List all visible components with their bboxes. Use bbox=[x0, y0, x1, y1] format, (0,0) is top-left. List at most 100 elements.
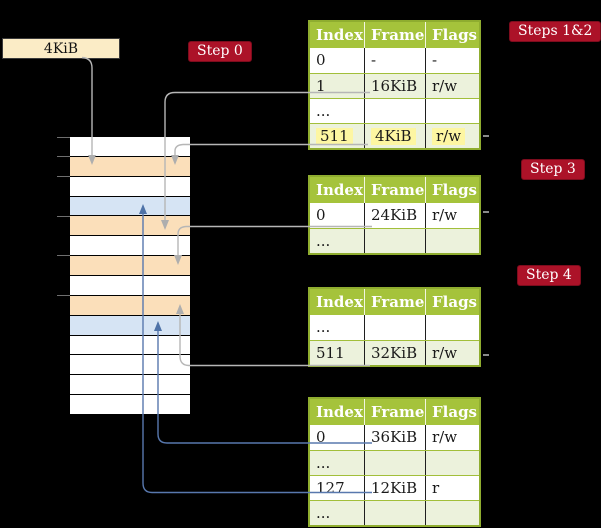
table-body: 0 36KiB r/w ... 127 12KiB r ... bbox=[310, 425, 479, 525]
cell-frame: 4KiB bbox=[364, 124, 425, 148]
row-marker bbox=[483, 135, 489, 137]
table-row-highlighted: 511 4KiB r/w bbox=[310, 123, 479, 148]
step4-label: Step 4 bbox=[517, 265, 581, 286]
cell-flags: r/w bbox=[425, 203, 479, 228]
cell-flags bbox=[425, 501, 479, 525]
table-body: 0 24KiB r/w ... bbox=[310, 203, 479, 253]
cell-frame: 32KiB bbox=[364, 341, 425, 365]
stack-tick bbox=[57, 255, 70, 256]
cell-index: ... bbox=[316, 231, 331, 250]
table-row: 0 - - bbox=[310, 48, 479, 73]
col-header-flags: Flags bbox=[425, 177, 479, 203]
col-header-frame: Frame bbox=[364, 177, 425, 203]
cell-frame: 36KiB bbox=[364, 425, 425, 450]
cell-flags bbox=[425, 451, 479, 475]
cell-frame bbox=[364, 99, 425, 123]
memory-row-14-white bbox=[70, 395, 190, 415]
step0-label: Step 0 bbox=[188, 41, 252, 62]
cell-flags bbox=[425, 315, 479, 340]
table-row: 511 32KiB r/w bbox=[310, 340, 479, 365]
row-marker bbox=[483, 354, 489, 356]
cell-index: 1 bbox=[316, 76, 326, 95]
cell-index: ... bbox=[316, 318, 331, 336]
cell-flags bbox=[425, 99, 479, 123]
stack-tick bbox=[57, 137, 70, 138]
memory-row-2-peach bbox=[70, 156, 190, 177]
frame-size-label: 4KiB bbox=[2, 38, 120, 59]
col-header-frame: Frame bbox=[364, 22, 425, 48]
cell-frame: - bbox=[364, 48, 425, 73]
col-header-flags: Flags bbox=[425, 289, 479, 315]
cell-flags: r/w bbox=[425, 425, 479, 450]
memory-row-13-white bbox=[70, 375, 190, 396]
cell-flags: r/w bbox=[425, 341, 479, 365]
table-row: 1 16KiB r/w bbox=[310, 73, 479, 98]
table-row: 127 12KiB r bbox=[310, 475, 479, 500]
cell-frame: 12KiB bbox=[364, 476, 425, 500]
frame-size-text: 4KiB bbox=[43, 40, 79, 57]
table-row: ... bbox=[310, 98, 479, 123]
table-header-row: Index Frame Flags bbox=[310, 22, 479, 48]
memory-row-11-white bbox=[70, 335, 190, 356]
memory-row-6-white bbox=[70, 236, 190, 257]
row-marker bbox=[483, 211, 489, 213]
memory-row-10-blue bbox=[70, 315, 190, 336]
step3-label: Step 3 bbox=[521, 159, 585, 180]
stack-tick bbox=[57, 216, 70, 217]
cell-frame: 24KiB bbox=[364, 203, 425, 228]
stack-tick bbox=[57, 176, 70, 177]
page-table-step-4: Index Frame Flags ... 511 32KiB r/w bbox=[308, 287, 481, 367]
table-body: ... 511 32KiB r/w bbox=[310, 315, 479, 365]
cell-frame bbox=[364, 501, 425, 525]
cell-flags: r/w bbox=[425, 74, 479, 98]
stack-tick bbox=[57, 156, 70, 157]
cell-frame bbox=[364, 451, 425, 475]
table-row: ... bbox=[310, 500, 479, 525]
col-header-flags: Flags bbox=[425, 399, 479, 425]
cell-flags: - bbox=[425, 48, 479, 73]
cell-index: 0 bbox=[316, 206, 326, 224]
table-row: 0 24KiB r/w bbox=[310, 203, 479, 228]
cell-index: ... bbox=[316, 503, 331, 522]
table-row: ... bbox=[310, 315, 479, 340]
cell-index: ... bbox=[316, 101, 331, 120]
memory-stack bbox=[70, 137, 190, 415]
col-header-flags: Flags bbox=[425, 22, 479, 48]
table-header-row: Index Frame Flags bbox=[310, 289, 479, 315]
cell-flags: r/w bbox=[425, 124, 479, 148]
cell-index: 0 bbox=[316, 428, 326, 446]
steps-1-2-label: Steps 1&2 bbox=[509, 21, 601, 42]
page-table-step-3: Index Frame Flags 0 24KiB r/w ... bbox=[308, 175, 481, 255]
cell-flags bbox=[425, 229, 479, 253]
cell-frame bbox=[364, 229, 425, 253]
memory-row-12-white bbox=[70, 355, 190, 376]
cell-flags: r bbox=[425, 476, 479, 500]
col-header-index: Index bbox=[316, 25, 363, 44]
cell-frame bbox=[364, 315, 425, 340]
table-body: 0 - - 1 16KiB r/w ... 511 4KiB r/w bbox=[310, 48, 479, 148]
cell-index: 511 bbox=[316, 343, 345, 362]
col-header-frame: Frame bbox=[364, 289, 425, 315]
cell-index: 127 bbox=[316, 478, 345, 497]
memory-row-1-white bbox=[70, 137, 190, 157]
table-header-row: Index Frame Flags bbox=[310, 399, 479, 425]
cell-frame: 16KiB bbox=[364, 74, 425, 98]
table-row: ... bbox=[310, 228, 479, 253]
cell-index: 0 bbox=[316, 51, 326, 69]
col-header-index: Index bbox=[316, 402, 363, 421]
table-row: ... bbox=[310, 450, 479, 475]
table-row: 0 36KiB r/w bbox=[310, 425, 479, 450]
highlight: r/w bbox=[432, 127, 466, 145]
page-table-final: Index Frame Flags 0 36KiB r/w ... 127 12… bbox=[308, 397, 481, 527]
memory-row-7-peach bbox=[70, 256, 190, 277]
memory-row-8-white bbox=[70, 276, 190, 296]
table-header-row: Index Frame Flags bbox=[310, 177, 479, 203]
cell-index: ... bbox=[316, 453, 331, 472]
highlight: 4KiB bbox=[371, 127, 416, 145]
col-header-index: Index bbox=[316, 180, 363, 199]
memory-row-9-peach bbox=[70, 295, 190, 316]
memory-row-4-blue bbox=[70, 196, 190, 217]
memory-row-3-white bbox=[70, 176, 190, 197]
col-header-index: Index bbox=[316, 292, 363, 311]
